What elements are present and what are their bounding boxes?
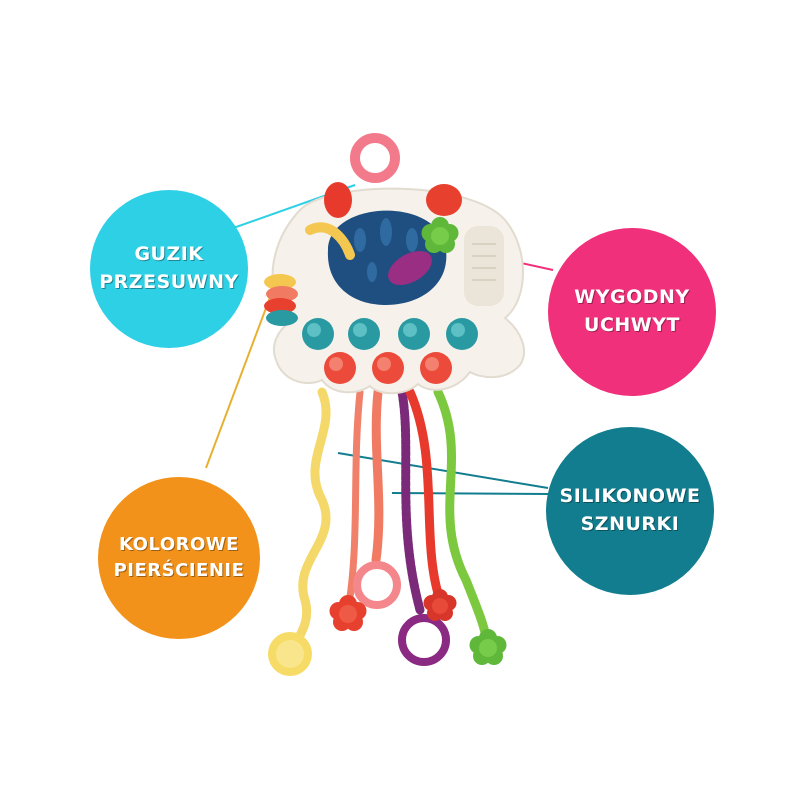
cord-salmon-b [344, 388, 364, 614]
pop-buttons [302, 318, 478, 384]
connector-kolorowe [205, 291, 273, 469]
label-wygodny-line1: WYGODNY [574, 286, 690, 309]
green-flower [469, 629, 507, 665]
cord-red [405, 387, 445, 605]
label-guzik-line2: PRZESUWNY [99, 271, 239, 293]
connector-silikonowe-a [337, 452, 549, 489]
silicone-cords [289, 387, 491, 653]
cord-salmon [371, 387, 384, 565]
label-silikonowe-line1: SILIKONOWE [559, 485, 701, 508]
label-guzik-line1: GUZIK [134, 243, 204, 266]
label-wygodny-uchwyt: WYGODNY UCHWYT [548, 228, 716, 396]
label-wygodny-line2: UCHWYT [584, 314, 680, 336]
salmon-ring [353, 561, 401, 609]
label-kolorowe-pierscienie: KOLOROWE PIERŚCIENIE [98, 477, 260, 639]
label-kolorowe-line2: PIERŚCIENIE [113, 560, 245, 581]
label-silikonowe-sznurki: SILIKONOWE SZNURKI [546, 427, 714, 595]
red-flower-right [423, 589, 457, 621]
toy-pieces [264, 133, 462, 326]
red-piece-right [426, 184, 462, 216]
label-kolorowe-line1: KOLOROWE [119, 533, 239, 555]
purple-piece [388, 250, 432, 286]
purple-ring [398, 614, 450, 666]
grip-ridges [472, 243, 496, 281]
side-rings [264, 274, 298, 326]
cord-purple [397, 387, 425, 615]
yellow-arc [305, 222, 355, 260]
pink-ring-top [350, 133, 400, 183]
cord-yellow [289, 387, 331, 653]
grip-panel [464, 226, 504, 306]
rotating-ball [327, 210, 447, 305]
connector-silikonowe-b [391, 492, 549, 495]
cord-green [433, 387, 491, 645]
label-guzik-przesuwny: GUZIK PRZESUWNY [90, 190, 248, 348]
red-piece-left [324, 182, 352, 218]
cord-ends [268, 561, 507, 676]
label-silikonowe-line2: SZNURKI [580, 513, 680, 535]
green-flower-top [421, 217, 459, 253]
red-flower-left [329, 595, 367, 631]
yellow-disc-inner [276, 640, 304, 668]
